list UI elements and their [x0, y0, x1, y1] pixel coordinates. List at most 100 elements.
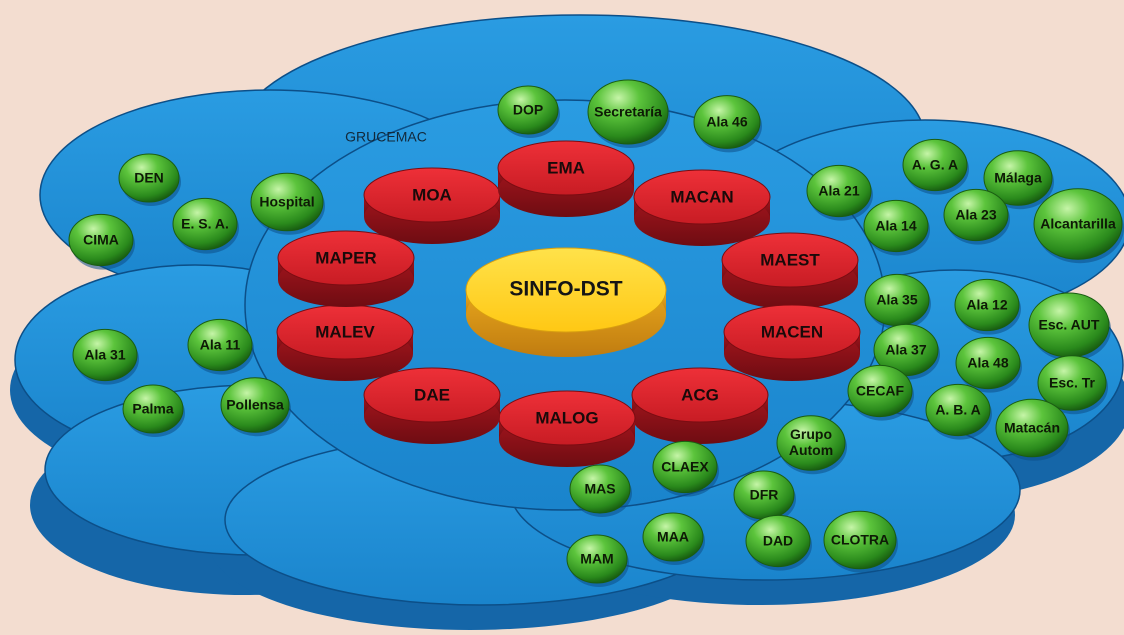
unit-secretaria[interactable]: Secretaría	[587, 79, 670, 148]
unit-label: A. B. A	[935, 402, 980, 418]
unit-sphere	[587, 79, 669, 145]
command-label: MALOG	[535, 408, 598, 427]
unit-ala-12[interactable]: Ala 12	[954, 278, 1021, 335]
command-moa[interactable]: MOA	[363, 167, 501, 244]
command-disc-top	[497, 140, 635, 196]
unit-sphere	[955, 336, 1021, 390]
unit-palma[interactable]: Palma	[122, 384, 185, 437]
unit-label: Hospital	[259, 194, 314, 210]
unit-sphere	[847, 364, 913, 418]
unit-dfr[interactable]: DFR	[733, 470, 796, 523]
command-label: EMA	[547, 158, 585, 177]
unit-esc-tr[interactable]: Esc. Tr	[1037, 355, 1108, 415]
unit-sphere	[745, 514, 811, 568]
command-dae[interactable]: DAE	[363, 367, 501, 444]
unit-malaga[interactable]: Málaga	[983, 150, 1054, 210]
command-maper[interactable]: MAPER	[277, 230, 415, 307]
unit-label: Secretaría	[594, 104, 662, 120]
unit-dad[interactable]: DAD	[745, 514, 812, 571]
command-label: DAE	[414, 385, 450, 404]
command-maest[interactable]: MAEST	[721, 232, 859, 309]
unit-claex[interactable]: CLAEX	[652, 440, 719, 497]
unit-hospital[interactable]: Hospital	[250, 172, 325, 235]
unit-grucemac[interactable]: GRUCEMAC	[345, 129, 427, 145]
unit-sphere	[943, 188, 1009, 242]
command-disc-top	[631, 367, 769, 423]
unit-label: Ala 21	[818, 183, 859, 199]
command-label: MAPER	[315, 248, 376, 267]
unit-sphere	[1037, 355, 1107, 411]
unit-ala-23[interactable]: Ala 23	[943, 188, 1010, 245]
unit-label: MAS	[584, 481, 615, 497]
unit-sphere	[776, 415, 846, 471]
unit-ala-11[interactable]: Ala 11	[187, 318, 254, 375]
unit-label: Ala 46	[706, 114, 747, 130]
command-macen[interactable]: MACEN	[723, 304, 861, 381]
unit-label: Palma	[132, 401, 173, 417]
unit-sphere	[118, 153, 180, 203]
unit-label: CIMA	[83, 232, 119, 248]
unit-ala-48[interactable]: Ala 48	[955, 336, 1022, 393]
unit-label: Málaga	[994, 170, 1042, 186]
command-ema[interactable]: EMA	[497, 140, 635, 217]
unit-ala-21[interactable]: Ala 21	[806, 164, 873, 221]
command-malev[interactable]: MALEV	[276, 304, 414, 381]
unit-label: DOP	[513, 102, 543, 118]
unit-sphere	[72, 328, 138, 382]
unit-sphere	[983, 150, 1053, 206]
center-label: SINFO-DST	[509, 278, 622, 301]
command-disc-top	[723, 304, 861, 360]
unit-clotra[interactable]: CLOTRA	[823, 510, 898, 573]
unit-sphere	[954, 278, 1020, 332]
command-disc-top	[633, 169, 771, 225]
command-disc-top	[363, 367, 501, 423]
unit-ala-35[interactable]: Ala 35	[864, 273, 931, 330]
unit-sphere	[902, 138, 968, 192]
unit-label: Ala 14	[875, 218, 916, 234]
unit-label: Matacán	[1004, 420, 1060, 436]
unit-cecaf[interactable]: CECAF	[847, 364, 914, 421]
command-label: MALEV	[315, 322, 375, 341]
unit-esc-aut[interactable]: Esc. AUT	[1028, 292, 1111, 361]
unit-sphere	[187, 318, 253, 372]
command-macan[interactable]: MACAN	[633, 169, 771, 246]
command-acg[interactable]: ACG	[631, 367, 769, 444]
unit-cima[interactable]: CIMA	[68, 213, 135, 270]
unit-dop[interactable]: DOP	[497, 85, 560, 138]
unit-label: MAM	[580, 551, 613, 567]
unit-label: A. G. A	[912, 157, 958, 173]
unit-mam[interactable]: MAM	[566, 534, 629, 587]
unit-den[interactable]: DEN	[118, 153, 181, 206]
unit-maa[interactable]: MAA	[642, 512, 705, 565]
unit-aba[interactable]: A. B. A	[925, 383, 992, 440]
command-label: MOA	[412, 185, 452, 204]
unit-matacan[interactable]: Matacán	[995, 398, 1070, 461]
unit-esa[interactable]: E. S. A.	[172, 197, 239, 254]
unit-label: GRUCEMAC	[345, 129, 427, 145]
unit-sphere	[642, 512, 704, 562]
unit-ala-31[interactable]: Ala 31	[72, 328, 139, 385]
unit-sphere	[995, 398, 1069, 458]
center-disc[interactable]: SINFO-DST	[465, 247, 667, 357]
unit-label: Esc. AUT	[1039, 317, 1100, 333]
unit-sphere	[68, 213, 134, 267]
unit-sphere	[569, 464, 631, 514]
unit-sphere	[497, 85, 559, 135]
unit-alcantarilla[interactable]: Alcantarilla	[1033, 188, 1124, 264]
unit-ala-46[interactable]: Ala 46	[693, 95, 762, 153]
unit-label: Ala 11	[200, 337, 241, 353]
unit-label: Pollensa	[226, 397, 284, 413]
command-malog[interactable]: MALOG	[498, 390, 636, 467]
unit-label: MAA	[657, 529, 689, 545]
unit-label: CECAF	[856, 383, 905, 399]
unit-ala-14[interactable]: Ala 14	[863, 199, 930, 256]
unit-pollensa[interactable]: Pollensa	[220, 377, 291, 437]
unit-mas[interactable]: MAS	[569, 464, 632, 517]
unit-label: Alcantarilla	[1040, 216, 1116, 232]
unit-aga[interactable]: A. G. A	[902, 138, 969, 195]
